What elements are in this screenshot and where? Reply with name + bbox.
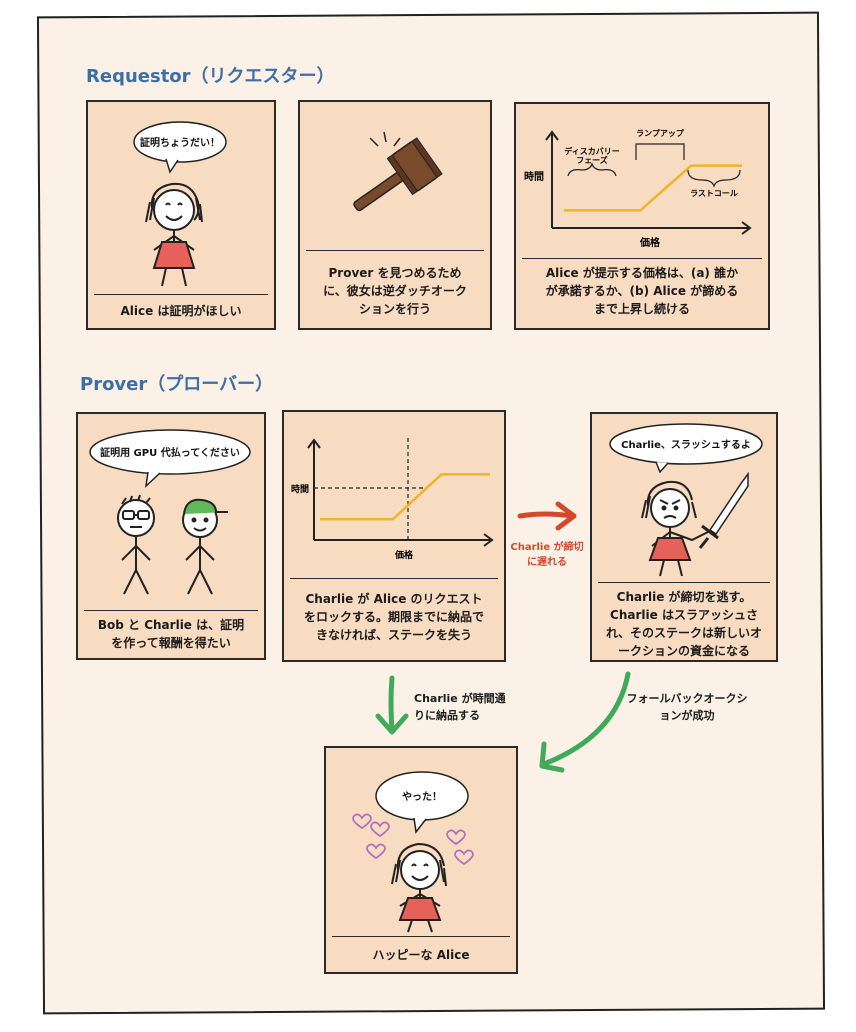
happy-alice-illustration: やった！ xyxy=(352,771,474,933)
panel-divider xyxy=(94,294,268,295)
y-axis-label: 時間 xyxy=(291,483,309,495)
annotation-rampup: ランプアップ xyxy=(635,128,685,160)
alice-figure xyxy=(641,480,709,577)
requestor-section-title: Requestor（リクエスター） xyxy=(86,66,335,87)
x-axis-label: 価格 xyxy=(394,549,414,561)
x-axis-label: 価格 xyxy=(639,236,661,249)
late-arrow xyxy=(517,501,577,531)
alice-angry-illustration: Charlie、スラッシュするよ xyxy=(609,423,763,577)
lock-price-chart: 時間 価格 xyxy=(291,438,494,561)
y-axis-label: 時間 xyxy=(524,170,544,183)
panel-caption: Bob と Charlie は、証明を作って報酬を得たい xyxy=(97,618,245,650)
speech-bubble: やった！ xyxy=(375,771,469,834)
panel-dutch-auction: Prover を見つめるために、彼女は逆ダッチオークションを行う xyxy=(298,100,492,330)
bob-charlie-illustration: 証明用 GPU 代払ってください xyxy=(89,429,251,595)
panel-divider xyxy=(598,582,770,583)
speech-bubble-text: 証明用 GPU 代払ってください xyxy=(100,446,240,459)
panel-caption: Charlie が締切を逃す。Charlie はスラアッシュされ、そのステークは… xyxy=(605,590,763,658)
panel-alice-wants-proof: 証明ちょうだい！ Alice は証明がほしい xyxy=(86,100,276,330)
panel-bob-charlie: 証明用 GPU 代払ってください Bob と Charlie は、証明を作って報… xyxy=(76,412,266,660)
price-curve xyxy=(320,473,490,521)
annotation-discovery-line1: ディスカバリー xyxy=(564,146,619,156)
heart-icon xyxy=(352,813,474,866)
fallback-arrow xyxy=(539,671,631,773)
speech-bubble: Charlie、スラッシュするよ xyxy=(609,423,763,474)
alice-figure xyxy=(145,182,203,287)
ontime-arrow-label: Charlie が時間通りに納品する xyxy=(414,692,506,722)
alice-figure xyxy=(391,842,447,933)
charlie-figure xyxy=(182,498,228,595)
panel-divider xyxy=(306,250,484,251)
prover-section-title: Prover（プローバー） xyxy=(80,374,274,395)
annotation-lastcall: ラストコール xyxy=(687,169,741,198)
panel-divider xyxy=(84,610,258,611)
speech-bubble-text: Charlie、スラッシュするよ xyxy=(621,439,751,451)
alice-illustration: 証明ちょうだい！ xyxy=(133,121,227,287)
panel-caption: Charlie が Alice のリクエストをロックする。期限までに納品できなけ… xyxy=(303,592,484,642)
panel-charlie-locks: 時間 価格 Charlie が Alice のリクエストをロックする。期限までに… xyxy=(282,410,506,662)
fallback-arrow-label: フォールバックオークションが成功 xyxy=(626,692,748,722)
auction-price-chart: 時間 価格 ディスカバリー フェーズ ランプアップ ラストコール xyxy=(524,128,752,249)
panel-caption: Alice が提示する価格は、(a) 誰かが承諾するか、(b) Alice が諦… xyxy=(545,266,739,316)
panel-caption: Alice は証明がほしい xyxy=(120,304,242,318)
ontime-arrow xyxy=(375,675,409,735)
panel-caption: Prover を見つめるために、彼女は逆ダッチオークションを行う xyxy=(323,266,467,316)
panel-price-chart: 時間 価格 ディスカバリー フェーズ ランプアップ ラストコール Alice が… xyxy=(514,102,770,330)
annotation-discovery: ディスカバリー フェーズ xyxy=(564,146,620,177)
annotation-discovery-line2: フェーズ xyxy=(576,155,608,165)
late-arrow-label: Charlie が締切に遅れる xyxy=(510,542,584,568)
speech-bubble: 証明ちょうだい！ xyxy=(133,121,227,174)
panel-divider xyxy=(522,258,762,259)
price-curve xyxy=(564,164,742,212)
speech-bubble: 証明用 GPU 代払ってください xyxy=(89,429,251,488)
panel-slash: Charlie、スラッシュするよ Charlie が締切を逃す。Charlie … xyxy=(590,412,778,662)
panel-happy-alice: やった！ ハッピーな Alice xyxy=(324,746,518,974)
panel-caption: ハッピーな Alice xyxy=(372,948,470,962)
speech-bubble-text: 証明ちょうだい！ xyxy=(140,136,220,149)
bob-figure xyxy=(117,494,155,595)
gavel-icon xyxy=(353,131,443,212)
annotation-lastcall-text: ラストコール xyxy=(690,189,738,198)
speech-bubble-text: やった！ xyxy=(402,791,442,803)
sword-icon xyxy=(698,471,749,549)
annotation-rampup-text: ランプアップ xyxy=(636,128,685,138)
panel-divider xyxy=(290,578,498,579)
panel-divider xyxy=(332,936,510,937)
